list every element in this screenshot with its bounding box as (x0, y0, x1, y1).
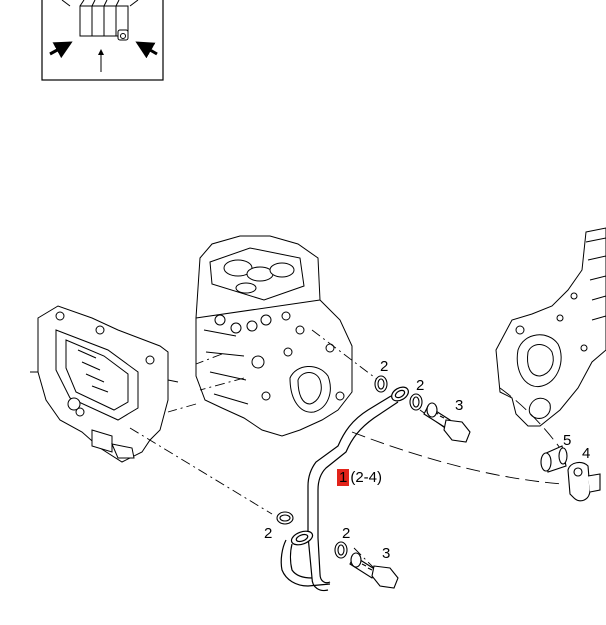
callout-4[interactable]: 4 (582, 445, 591, 462)
dashed-routing-curve (351, 387, 563, 485)
callout-2[interactable]: 2 (380, 358, 389, 375)
clip-part-4 (567, 461, 601, 502)
callout-3[interactable]: 3 (455, 397, 464, 414)
banjo-bolts (349, 402, 471, 589)
sealing-washers (276, 375, 423, 559)
part-1-range: (2-4) (350, 469, 383, 486)
inset-view (41, 0, 164, 81)
part-1-callout[interactable]: 1 (2-4) (337, 469, 382, 486)
inset-component (79, 0, 129, 41)
callout-2[interactable]: 2 (264, 525, 273, 542)
bracket-part-5 (540, 445, 568, 473)
oil-pipe (280, 386, 409, 592)
inset-arrows (49, 0, 158, 72)
timing-housing (495, 227, 606, 427)
engine-block (195, 235, 353, 437)
callout-3[interactable]: 3 (382, 545, 391, 562)
callout-2[interactable]: 2 (416, 377, 425, 394)
callout-5[interactable]: 5 (563, 432, 572, 449)
oil-cooler-assembly (30, 305, 179, 463)
callout-2[interactable]: 2 (342, 525, 351, 542)
part-1-number[interactable]: 1 (337, 469, 350, 486)
